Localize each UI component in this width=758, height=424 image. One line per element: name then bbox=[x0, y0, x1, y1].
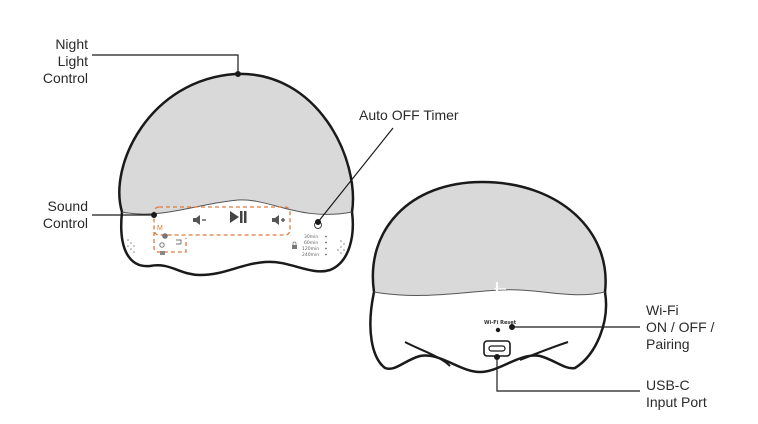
usb-line-1: USB-C bbox=[646, 377, 690, 393]
sound-control-area bbox=[153, 206, 291, 236]
sound-control-callout: Sound Control bbox=[20, 198, 88, 232]
wifi-callout: Wi-Fi ON / OFF / Pairing bbox=[646, 302, 714, 353]
wifi-line-3: Pairing bbox=[646, 336, 690, 352]
brand-logo-icon bbox=[494, 281, 506, 310]
wifi-reset-button[interactable] bbox=[495, 327, 501, 333]
back-body-outline bbox=[369, 180, 608, 374]
back-dome-light bbox=[372, 182, 606, 296]
night-light-line-1: Night bbox=[55, 36, 88, 52]
auto-off-timer-callout: Auto OFF Timer bbox=[359, 107, 459, 124]
volume-up-icon[interactable] bbox=[272, 215, 285, 225]
wifi-line-2: ON / OFF / bbox=[646, 319, 715, 335]
night-light-leader bbox=[92, 54, 239, 74]
usb-c-port[interactable] bbox=[483, 340, 511, 357]
back-dome-edge bbox=[373, 289, 606, 296]
usb-leader bbox=[496, 357, 640, 392]
usb-line-2: Input Port bbox=[646, 394, 707, 410]
left-grille bbox=[127, 239, 135, 253]
timer-option-60: 60min bbox=[304, 240, 318, 246]
timer-option-240: 240min bbox=[302, 252, 319, 258]
back-fold-left bbox=[404, 341, 451, 367]
play-pause-icon[interactable] bbox=[230, 211, 247, 223]
wifi-reset-text: Wi-Fi Reset bbox=[484, 320, 517, 326]
mode-square-icon bbox=[160, 251, 165, 255]
timer-option-120: 120min bbox=[302, 246, 319, 252]
back-fold-right bbox=[519, 341, 569, 361]
sound-control-area-side bbox=[153, 232, 187, 253]
front-dome-light bbox=[119, 73, 353, 215]
night-light-callout: Night Light Control bbox=[20, 36, 88, 87]
auto-off-leader bbox=[317, 127, 394, 223]
sound-line-2: Control bbox=[42, 215, 88, 231]
mode-dot-icon bbox=[162, 233, 168, 239]
front-dome-edge bbox=[121, 199, 353, 215]
auto-off-text: Auto OFF Timer bbox=[359, 107, 459, 123]
cycle-icon bbox=[176, 239, 182, 245]
night-light-line-3: Control bbox=[42, 70, 88, 86]
sound-line-1: Sound bbox=[47, 198, 88, 214]
right-grille bbox=[337, 240, 345, 254]
callout-lines bbox=[92, 54, 640, 392]
mode-ring-icon bbox=[159, 242, 165, 248]
mode-letter: M bbox=[157, 225, 163, 232]
night-light-line-2: Light bbox=[57, 53, 88, 69]
usb-c-callout: USB-C Input Port bbox=[646, 377, 707, 411]
volume-down-icon[interactable] bbox=[193, 215, 206, 225]
front-body-outline bbox=[118, 72, 355, 277]
front-speaker: M 30min 60min 120min 240min bbox=[118, 72, 355, 277]
lock-icon bbox=[292, 241, 297, 249]
wifi-line-1: Wi-Fi bbox=[646, 302, 679, 318]
timer-option-30: 30min bbox=[304, 234, 318, 240]
back-speaker: Wi-Fi Reset bbox=[369, 180, 608, 374]
